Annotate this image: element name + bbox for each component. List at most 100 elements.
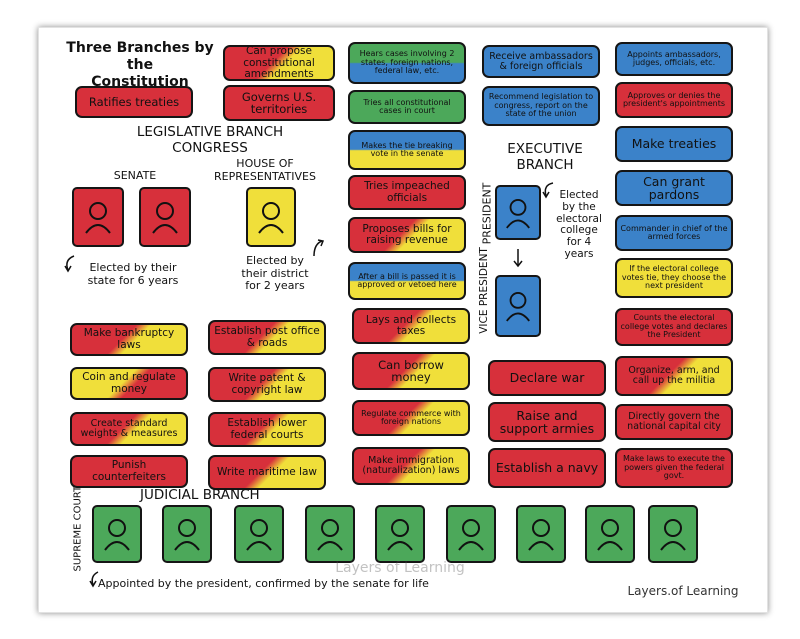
watermark: Layers of Learning <box>335 560 465 576</box>
card-electoral-tie: If the electoral college votes tie, they… <box>615 258 733 298</box>
house-note-line-3: for 2 years <box>245 279 305 293</box>
card-counterfeiters: Punish counterfeiters <box>70 455 188 488</box>
card-lower-courts: Establish lower federal courts <box>208 412 326 447</box>
house-label-line-1: HOUSE OF <box>236 157 294 170</box>
curved-arrow-icon <box>542 182 554 199</box>
representative-portrait <box>246 187 296 247</box>
card-coin-money: Coin and regulate money <box>70 367 188 400</box>
justice-portrait <box>375 505 425 563</box>
person-outline-icon <box>528 519 554 551</box>
executive-note-line-5: for 4 <box>566 236 592 248</box>
card-counts-votes: Counts the electoral college votes and d… <box>615 308 733 346</box>
card-post-office: Establish post office & roads <box>208 320 326 355</box>
person-outline-icon <box>85 202 111 234</box>
card-pardons: Can grant pardons <box>615 170 733 206</box>
president-label: PRESIDENT <box>480 182 494 245</box>
person-outline-icon <box>387 519 413 551</box>
justice-portrait <box>92 505 142 563</box>
supreme-court-label: SUPREME COURT <box>72 486 84 572</box>
executive-heading: EXECUTIVE BRANCH <box>490 141 600 173</box>
senator-portrait-1 <box>72 187 124 247</box>
executive-heading-line-1: EXECUTIVE <box>507 141 583 157</box>
house-note-line-2: their district <box>241 266 309 280</box>
justice-portrait <box>234 505 284 563</box>
person-outline-icon <box>506 198 530 229</box>
card-declare-war: Declare war <box>488 360 606 396</box>
card-ratifies-treaties: Ratifies treaties <box>75 86 193 118</box>
curved-arrow-icon <box>89 571 99 588</box>
person-outline-icon <box>506 292 530 322</box>
senate-note: Elected by their state for 6 years <box>74 261 192 287</box>
title-line-2: Constitution <box>91 73 189 90</box>
card-borrow-money: Can borrow money <box>352 352 470 390</box>
legislative-heading-line-2: CONGRESS <box>172 139 248 156</box>
house-note: Elected by their district for 2 years <box>230 254 320 293</box>
down-arrow-icon <box>513 249 523 268</box>
card-patent: Write patent & copyright law <box>208 367 326 402</box>
legislative-heading-line-1: LEGISLATIVE BRANCH <box>136 124 284 140</box>
executive-heading-line-2: BRANCH <box>516 156 574 173</box>
title-line-1: Three Branches by the <box>66 40 214 73</box>
card-propose-amendments: Can propose constitutional amendments <box>223 45 335 81</box>
curved-arrow-icon <box>64 255 75 273</box>
person-outline-icon <box>104 519 130 551</box>
justice-portrait <box>446 505 496 563</box>
senate-note-line-1: Elected by their <box>89 261 177 274</box>
senator-portrait-2 <box>139 187 191 247</box>
person-outline-icon <box>597 519 623 551</box>
card-receive-ambassadors: Receive ambassadors & foreign officials <box>482 45 600 78</box>
card-maritime: Write maritime law <box>208 455 326 490</box>
vice-president-portrait <box>495 275 541 337</box>
justice-portrait <box>516 505 566 563</box>
person-outline-icon <box>174 519 200 551</box>
card-militia: Organize, arm, and call up the militia <box>615 356 733 396</box>
executive-note: Elected by the electoral college for 4 y… <box>547 189 611 261</box>
senate-label: SENATE <box>113 169 157 182</box>
court-label-line-2: COURT <box>72 485 84 521</box>
executive-note-line-4: college <box>560 224 598 237</box>
card-capital-city: Directly govern the national capital cit… <box>615 404 733 440</box>
judicial-note: Appointed by the president, confirmed by… <box>98 577 429 590</box>
judicial-heading: JUDICIAL BRANCH <box>140 487 260 503</box>
card-bankruptcy: Make bankruptcy laws <box>70 323 188 356</box>
card-armies: Raise and support armies <box>488 402 606 442</box>
card-commander: Commander in chief of the armed forces <box>615 215 733 251</box>
house-note-line-1: Elected by <box>246 254 304 267</box>
justice-portrait <box>585 505 635 563</box>
card-lays-taxes: Lays and collects taxes <box>352 308 470 344</box>
executive-note-line-1: Elected <box>559 189 599 201</box>
vice-label-line-1: VICE <box>478 309 491 334</box>
person-outline-icon <box>258 202 284 234</box>
court-label-line-1: SUPREME <box>72 523 84 572</box>
vice-label-line-2: PRESIDENT <box>478 247 491 307</box>
card-impeached: Tries impeached officials <box>348 175 466 210</box>
card-recommend-legislation: Recommend legislation to congress, repor… <box>482 86 600 126</box>
card-navy: Establish a navy <box>488 448 606 488</box>
card-approves-appointments: Approves or denies the president's appoi… <box>615 82 733 118</box>
house-label: HOUSE OF REPRESENTATIVES <box>200 157 330 183</box>
house-label-line-2: REPRESENTATIVES <box>214 169 316 183</box>
senate-note-line-2: state for 6 years <box>87 273 179 287</box>
justice-portrait <box>162 505 212 563</box>
card-tries-constitutional: Tries all constitutional cases in court <box>348 90 466 124</box>
page-title: Three Branches by the Constitution <box>60 40 220 90</box>
justice-portrait <box>648 505 698 563</box>
person-outline-icon <box>660 519 686 551</box>
person-outline-icon <box>317 519 343 551</box>
card-revenue-bills: Proposes bills for raising revenue <box>348 217 466 253</box>
card-immigration: Make immigration (naturalization) laws <box>352 447 470 485</box>
executive-note-line-2: by the <box>562 200 596 213</box>
card-treaties: Make treaties <box>615 126 733 162</box>
card-execute-laws: Make laws to execute the powers given th… <box>615 448 733 488</box>
footer-brand: Layers.of Learning <box>627 584 739 598</box>
card-weights: Create standard weights & measures <box>70 412 188 446</box>
president-portrait <box>495 185 541 240</box>
card-bill-passed: After a bill is passed it is approved or… <box>348 262 466 300</box>
executive-note-line-3: electoral <box>556 212 602 225</box>
legislative-heading: LEGISLATIVE BRANCH CONGRESS <box>85 124 335 156</box>
justice-portrait <box>305 505 355 563</box>
card-tie-breaking: Makes the tie breaking vote in the senat… <box>348 130 466 170</box>
vice-president-label: VICE PRESIDENT <box>478 247 491 334</box>
card-commerce: Regulate commerce with foreign nations <box>352 400 470 436</box>
card-hears-cases: Hears cases involving 2 states, foreign … <box>348 42 466 84</box>
